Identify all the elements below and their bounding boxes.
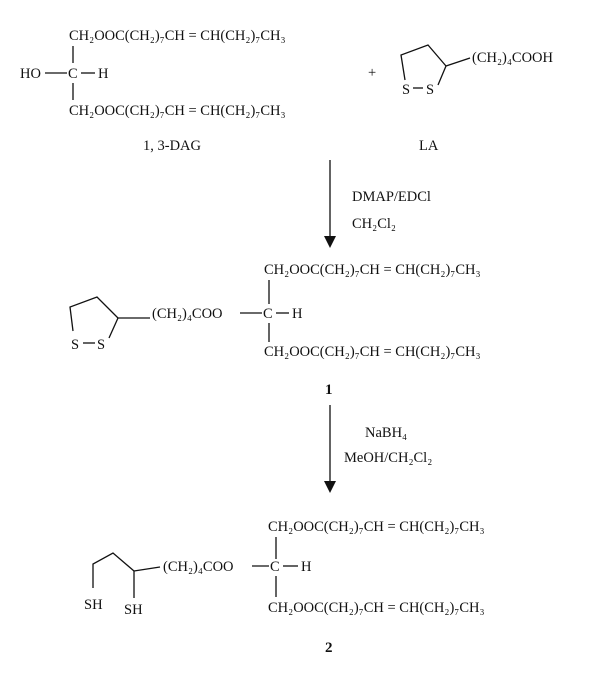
product2-label: 2	[325, 640, 333, 656]
dag-top-chain: CH₂OOC(CH₂)₇CH = CH(CH₂)₇CH₃	[69, 28, 286, 44]
product2-chain-bond	[133, 566, 161, 572]
la-sulfur-2: S	[426, 82, 434, 98]
product2-thiol-1: SH	[84, 597, 103, 613]
product1-structure: CH₂OOC(CH₂)₇CH = CH(CH₂)₇CH₃ S S (CH₂)₄C…	[69, 262, 481, 398]
step2-arrow-head	[324, 481, 336, 493]
step1-reagent: DMAP/EDCl	[352, 189, 431, 205]
product2-chain-bonds	[92, 552, 135, 588]
la-chain: (CH₂)₄COOH	[472, 50, 554, 66]
product1-top-chain: CH₂OOC(CH₂)₇CH = CH(CH₂)₇CH₃	[264, 262, 481, 278]
step2-reagent: NaBH₄	[365, 425, 407, 441]
step1-arrow: DMAP/EDCl CH₂Cl₂	[324, 160, 431, 248]
la-structure: S S (CH₂)₄COOH LA	[400, 44, 554, 154]
step2-solvent: MeOH/CH₂Cl₂	[344, 450, 432, 466]
product1-ring-bonds	[69, 296, 119, 332]
product1-bottom-chain: CH₂OOC(CH₂)₇CH = CH(CH₂)₇CH₃	[264, 344, 481, 360]
product2-thiol-2: SH	[124, 602, 143, 618]
dag-structure: CH₂OOC(CH₂)₇CH = CH(CH₂)₇CH₃ HO C H CH₂O…	[20, 28, 286, 154]
product2-carbon: C	[270, 559, 280, 575]
dag-hydroxyl: HO	[20, 66, 41, 82]
la-ring-bond-cs	[437, 65, 447, 86]
la-label: LA	[419, 138, 439, 154]
product2-bottom-chain: CH₂OOC(CH₂)₇CH = CH(CH₂)₇CH₃	[268, 600, 485, 616]
dag-hydrogen: H	[98, 66, 109, 82]
la-chain-bond	[445, 57, 471, 67]
product1-hydrogen: H	[292, 306, 303, 322]
step2-arrow: NaBH₄ MeOH/CH₂Cl₂	[324, 405, 432, 493]
product1-carbon: C	[263, 306, 273, 322]
product2-ester-chain: (CH₂)₄COO	[163, 559, 234, 575]
product1-ring-bond-cs	[108, 317, 119, 339]
product1-ester-chain: (CH₂)₄COO	[152, 306, 223, 322]
product1-sulfur-2: S	[97, 337, 105, 353]
la-ring-bonds	[400, 44, 447, 81]
dag-label: 1, 3-DAG	[143, 138, 202, 154]
product2-hydrogen: H	[301, 559, 312, 575]
step1-solvent: CH₂Cl₂	[352, 216, 396, 232]
product2-top-chain: CH₂OOC(CH₂)₇CH = CH(CH₂)₇CH₃	[268, 519, 485, 535]
dag-bottom-chain: CH₂OOC(CH₂)₇CH = CH(CH₂)₇CH₃	[69, 103, 286, 119]
product2-structure: CH₂OOC(CH₂)₇CH = CH(CH₂)₇CH₃ SH SH (CH₂)…	[84, 519, 485, 656]
product1-sulfur-1: S	[71, 337, 79, 353]
step1-arrow-head	[324, 236, 336, 248]
la-sulfur-1: S	[402, 82, 410, 98]
dag-carbon: C	[68, 66, 78, 82]
product1-label: 1	[325, 382, 333, 398]
plus-sign: +	[368, 65, 376, 81]
